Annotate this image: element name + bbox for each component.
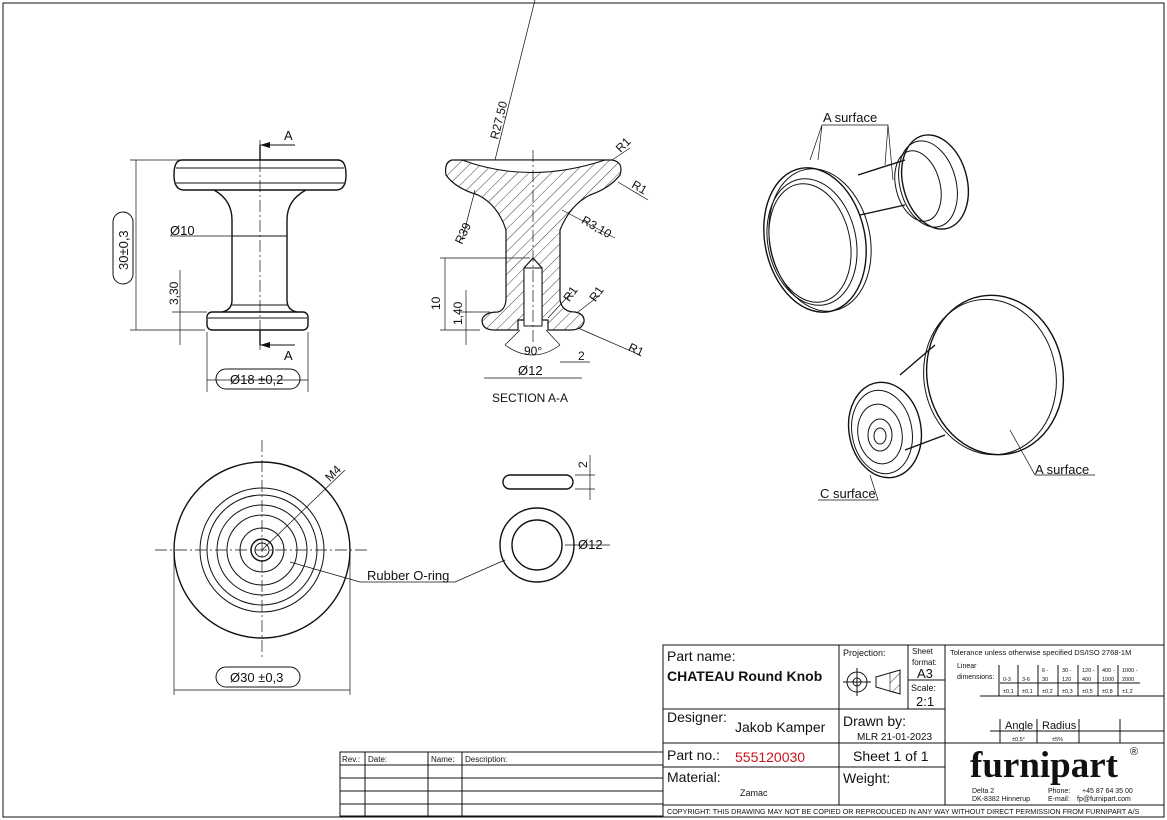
scale-label: Scale: <box>911 683 936 693</box>
isometric-views: A surface A surface C surface <box>763 110 1095 501</box>
range-bottom: 0-3 <box>1003 677 1011 683</box>
linear-label: Linear <box>957 663 977 670</box>
height-dimension: 30±0,3 <box>116 230 131 270</box>
height-10: 10 <box>429 296 443 310</box>
range-top: 6 - <box>1042 668 1049 674</box>
neck-diameter: Ø10 <box>170 223 195 238</box>
rubber-oring-label: Rubber O-ring <box>367 568 449 583</box>
diameter-30: Ø30 ±0,3 <box>230 670 283 685</box>
address-line-2: DK-8382 Hinnerup <box>972 796 1030 803</box>
rev-header: Rev.: <box>342 755 360 764</box>
radius-label: R1 <box>586 283 606 304</box>
projection-symbol-icon <box>843 668 901 696</box>
base-diameter: Ø18 ±0,2 <box>230 372 283 387</box>
address-line-1: Delta 2 <box>972 788 994 795</box>
radius-label: R1 <box>626 340 646 359</box>
furnipart-logo: furnipart <box>970 745 1119 786</box>
range-bottom: 3-6 <box>1022 677 1030 683</box>
range-bottom: 30 <box>1042 677 1048 683</box>
radius-39: R39 <box>452 220 474 246</box>
linear-label-2: dimensions: <box>957 674 994 681</box>
tolerance-title: Tolerance unless otherwise specified DS/… <box>950 648 1131 657</box>
base-height-dimension: 3,30 <box>167 281 181 305</box>
range-bottom: 2000 <box>1122 677 1134 683</box>
part-number: 555120030 <box>735 749 805 765</box>
c-surface-label: C surface <box>820 486 876 501</box>
designer: Jakob Kamper <box>735 719 826 735</box>
sheet-format-label: Sheet <box>912 647 934 656</box>
height-1-40: 1,40 <box>451 301 465 325</box>
revision-table: Rev.: Date: Name: Description: <box>339 751 664 817</box>
designer-label: Designer: <box>667 709 727 725</box>
section-mark-top: A <box>284 128 293 143</box>
part-no-label: Part no.: <box>667 747 720 763</box>
section-mark-bottom: A <box>284 348 293 363</box>
sheet-count: Sheet 1 of 1 <box>853 748 929 764</box>
email: fp@furnipart.com <box>1077 796 1131 803</box>
radius-27-50: R27,50 <box>487 99 510 140</box>
section-title: SECTION A-A <box>492 391 568 405</box>
section-view: R27,50 R1 R1 R39 R3,10 10 1,40 R1 R1 R1 … <box>429 0 650 405</box>
description-header: Description: <box>465 755 507 764</box>
date-header: Date: <box>368 755 387 764</box>
registered-mark: ® <box>1130 746 1138 758</box>
range-top: 120 - <box>1082 668 1095 674</box>
material: Zamac <box>740 788 768 798</box>
bottom-view: M4 Ø30 ±0,3 Rubber O-ring 2 Ø12 <box>155 440 610 695</box>
scale: 2:1 <box>916 694 934 709</box>
material-label: Material: <box>667 769 721 785</box>
range-bottom: 120 <box>1062 677 1071 683</box>
range-top: 400 - <box>1102 668 1115 674</box>
part-name: CHATEAU Round Knob <box>667 668 822 684</box>
thread-m4: M4 <box>322 462 344 484</box>
radius-3-10: R3,10 <box>579 213 614 241</box>
copyright: COPYRIGHT: THIS DRAWING MAY NOT BE COPIE… <box>667 807 1140 816</box>
angle-label: Angle <box>1005 720 1033 732</box>
diameter-12: Ø12 <box>518 363 543 378</box>
radius-tolerance: ±5% <box>1052 737 1063 743</box>
drawn-by: MLR 21-01-2023 <box>857 732 932 743</box>
oring-thickness: 2 <box>576 461 590 468</box>
radius-label: R1 <box>613 134 634 155</box>
projection-label: Projection: <box>843 648 886 658</box>
range-bottom: 400 <box>1082 677 1091 683</box>
name-header: Name: <box>431 755 455 764</box>
tolerance-value: ±0,2 <box>1042 689 1053 695</box>
oring-diameter: Ø12 <box>578 537 603 552</box>
part-name-label: Part name: <box>667 648 735 664</box>
tolerance-value: ±0,5 <box>1082 689 1093 695</box>
radius-label: Radius <box>1042 720 1077 732</box>
tolerance-value: ±0,8 <box>1102 689 1113 695</box>
a-surface-label-top: A surface <box>823 110 877 125</box>
radius-label: R1 <box>629 177 650 197</box>
a-surface-label-bottom: A surface <box>1035 462 1089 477</box>
angle-tolerance: ±0,5° <box>1012 737 1025 743</box>
range-top: 30 - <box>1062 668 1072 674</box>
width-2: 2 <box>578 349 585 363</box>
weight-label: Weight: <box>843 770 890 786</box>
title-block: Part name: CHATEAU Round Knob Projection… <box>662 644 1165 818</box>
range-top: 1000 - <box>1122 668 1138 674</box>
drawn-by-label: Drawn by: <box>843 713 906 729</box>
range-bottom: 1000 <box>1102 677 1114 683</box>
phone-label: Phone: <box>1048 788 1070 795</box>
tolerance-value: ±0,1 <box>1022 689 1033 695</box>
tolerance-value: ±0,1 <box>1003 689 1014 695</box>
tolerance-table: Tolerance unless otherwise specified DS/… <box>950 648 1164 743</box>
phone: +45 87 64 35 00 <box>1082 788 1133 795</box>
email-label: E-mail: <box>1048 796 1070 803</box>
tolerance-value: ±0,3 <box>1062 689 1073 695</box>
sheet-format: A3 <box>917 666 933 681</box>
sheet-format-label-2: format: <box>912 658 937 667</box>
tolerance-value: ±1,2 <box>1122 689 1133 695</box>
front-view: A A 30±0,3 Ø10 3,30 Ø18 ±0,2 <box>112 128 347 392</box>
angle-90: 90° <box>524 344 542 358</box>
